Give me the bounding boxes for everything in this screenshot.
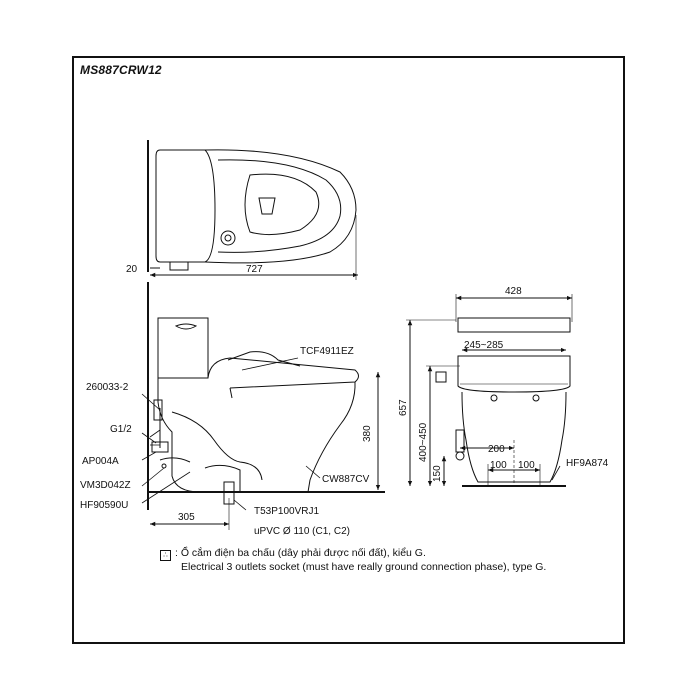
bowl-outline-top [204,149,357,264]
flange-side [161,463,167,469]
callout-lines-side [149,429,161,446]
part-label-hose: 260033-2 [86,382,129,393]
note-english: Electrical 3 outlets socket (must have r… [181,561,547,573]
socket-icon: ∴ [160,550,171,561]
dim-total-height-label: 657 [398,399,409,416]
callout-flange [141,471,191,504]
supply-valve-front [455,429,465,453]
trap-side [171,411,263,481]
outlet-top [258,197,276,215]
pedestal-front [461,391,567,483]
tank-side [157,317,209,379]
dim-rough-in-label: 305 [178,512,195,523]
callout-connector [141,467,165,487]
supply-stub-top [169,262,189,271]
part-label-flange: HF90590U [80,500,128,511]
part-label-bowl: CW887CV [322,474,370,485]
side-view: TCF4911EZ 260033-2 G1/2 AP004A VM3D042Z … [80,282,385,537]
part-label-waste-pipe: T53P100VRJ1 [254,506,319,517]
top-view: 20 727 [126,140,358,280]
control-knob-inner [224,234,232,242]
hinge-bolt-right [532,394,540,402]
drawing-frame [72,56,625,644]
bowl-inner-top [244,173,320,236]
lid-side [227,351,301,367]
flush-button-side [174,323,198,330]
callout-thread [141,432,157,444]
front-view: 428 245~285 200 100 100 HF9A874 657 400~… [398,286,609,487]
dim-supply-offset-label: 200 [488,444,505,455]
dim-supply-height-label: 400~450 [418,422,429,462]
stop-valve-side [151,441,169,453]
hinge-bolt-left [490,394,498,402]
seat-front [457,355,571,393]
callout-bowl [305,465,321,479]
note-vietnamese: ∴ : Ổ cắm điện ba chấu (dây phải được nối… [160,547,426,561]
part-label-connector: VM3D042Z [80,480,131,491]
callout-seat [241,357,299,371]
tank-front [457,317,571,333]
dim-rim-height-label: 380 [362,425,373,442]
dim-bolt-right-label: 100 [518,460,535,471]
hose-connector-side [153,399,163,421]
callout-pipe [233,499,247,511]
dim-front-width-label: 428 [505,286,522,297]
supply-nut-front [455,451,465,461]
control-knob-top [220,230,236,246]
part-label-floor-bolt: HF9A874 [566,458,609,469]
part-label-thread: G1/2 [110,424,132,435]
callout-valve [141,451,157,461]
seat-side [207,357,359,389]
dim-bolt-left-label: 100 [490,460,507,471]
seat-outline-top [217,159,342,253]
dim-seat-fix-label: 245~285 [464,340,504,351]
dim-inlet-height-label: 150 [432,465,443,482]
part-label-pipe-spec: uPVC Ø 110 (C1, C2) [254,526,350,537]
callout-floor-bolt [551,465,561,481]
model-code: MS887CRW12 [80,63,162,77]
seat-hinge [229,387,233,399]
bowl-front-side [307,381,356,493]
connector-side [159,457,191,463]
tank-outline-top [155,149,216,263]
note-vietnamese-text: : Ổ cắm điện ba chấu (dây phải được nối … [175,547,426,559]
dim-total-length-label: 727 [246,264,263,275]
callout-hose [141,393,161,411]
outlet-side [204,464,241,492]
dim-wall-gap-label: 20 [126,264,138,275]
pedestal-back [157,378,201,493]
part-label-stop-valve: AP004A [82,456,119,467]
part-label-seat: TCF4911EZ [300,346,354,357]
socket-icon-front [435,371,447,383]
